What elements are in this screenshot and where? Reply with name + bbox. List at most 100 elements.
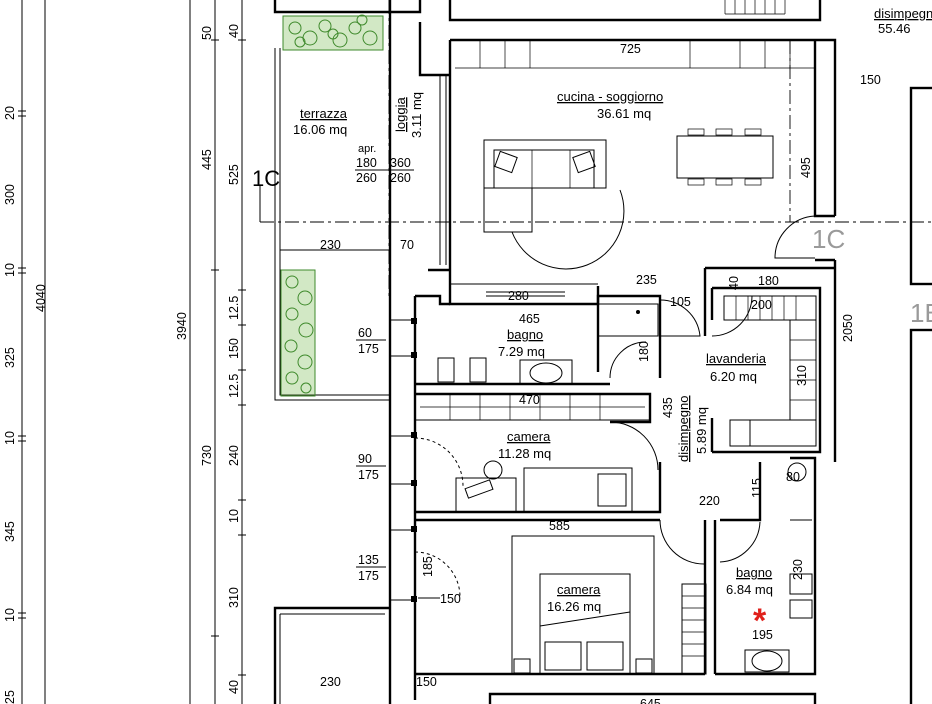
dim-105: 105 [670, 295, 691, 309]
dim-left-20: 20 [3, 106, 17, 120]
dim-240: 240 [227, 445, 241, 466]
dim-180-door: 180 [637, 341, 651, 362]
planter-side [280, 269, 316, 397]
dim-310-col: 310 [227, 587, 241, 608]
dim-bottom-230: 230 [320, 675, 341, 689]
bagno-win-h: 175 [358, 342, 379, 356]
room-area-bagno1: 7.29 mq [498, 344, 545, 359]
interior-dimensions: 230 70 725 495 465 280 235 105 180 40 18… [320, 42, 855, 704]
dim-bagno-280: 280 [508, 289, 529, 303]
room-name-camera1: camera [507, 429, 551, 444]
dim-cucina-725: 725 [620, 42, 641, 56]
dim-left-25: 25 [3, 690, 17, 704]
left-dimension-chain [18, 0, 246, 704]
planter-top [282, 14, 384, 51]
room-area-camera2: 16.26 mq [547, 599, 601, 614]
dim-terrace-70: 70 [400, 238, 414, 252]
dim-220: 220 [699, 494, 720, 508]
terrace-outline [274, 48, 390, 401]
dim-left-345: 345 [3, 521, 17, 542]
room-area-camera1: 11.28 mq [498, 446, 551, 461]
dim-10-col: 10 [227, 509, 241, 523]
lavanderia-cabinets [711, 295, 817, 447]
dim-mid-3940: 3940 [175, 312, 189, 340]
loggia-w2: 360 [390, 156, 411, 170]
dim-445: 445 [200, 149, 214, 170]
dim-50: 50 [200, 26, 214, 40]
section-mark-far-right: 1B [910, 298, 932, 328]
dim-left-10b: 10 [3, 431, 17, 445]
dim-bottom-645: 645 [640, 697, 661, 704]
room-name-disimpegno-top: disimpegno [874, 6, 932, 21]
room-name-disimpegno: disimpegno [676, 396, 691, 463]
dim-lav-40: 40 [727, 276, 741, 290]
dim-150-door: 150 [440, 592, 461, 606]
door-arc-kitchen [774, 215, 816, 259]
dim-115: 115 [750, 478, 764, 498]
dim-lav-200: 200 [751, 298, 772, 312]
section-mark-left: 1C [252, 166, 280, 191]
dim-150-col: 150 [227, 338, 241, 359]
dim-235: 235 [636, 273, 657, 287]
dim-dis-435: 435 [661, 397, 675, 418]
room-labels: terrazza 16.06 mq loggia 3.11 mq cucina … [293, 89, 773, 614]
room-area-cucina: 36.61 mq [597, 106, 651, 121]
dining-table [676, 128, 774, 186]
loggia-h2: 260 [390, 171, 411, 185]
apartment-walls [273, 0, 837, 704]
camera1-win-h: 175 [358, 468, 379, 482]
top-neighbor-walls [273, 0, 822, 22]
dim-40-bottom: 40 [227, 680, 241, 694]
window-markers [356, 318, 417, 602]
room-area-terrazza: 16.06 mq [293, 122, 347, 137]
dim-2050: 2050 [841, 314, 855, 342]
sofa [483, 139, 625, 270]
red-asterisk-marker: * [753, 602, 767, 640]
apr-label: apr. [358, 143, 376, 155]
dim-bottom-150: 150 [416, 675, 437, 689]
room-area-lavanderia: 6.20 mq [710, 369, 757, 384]
dim-185: 185 [421, 556, 435, 577]
dim-730: 730 [200, 445, 214, 466]
dim-camera-470: 470 [519, 393, 540, 407]
bagno2-fixtures [719, 462, 813, 673]
dim-12-5-b: 12.5 [227, 374, 241, 398]
room-area-disimpegno: 5.89 mq [694, 407, 709, 454]
camera1-win-w: 90 [358, 452, 372, 466]
dim-lav-180: 180 [758, 274, 779, 288]
dim-lav-310: 310 [795, 365, 809, 386]
dim-left-10a: 10 [3, 263, 17, 277]
left-dimension-labels: 20 300 10 325 10 345 10 25 4040 3940 445… [3, 24, 241, 704]
window-opening-labels: apr. 180 260 360 260 60 175 90 175 135 1… [355, 143, 414, 583]
bagno-win-w: 60 [358, 326, 372, 340]
room-name-terrazza: terrazza [300, 106, 348, 121]
dim-12-5-a: 12.5 [227, 296, 241, 320]
wardrobe-camera1 [414, 393, 651, 421]
dim-40-top: 40 [227, 24, 241, 38]
dim-bagno-465: 465 [519, 312, 540, 326]
dim-bagno2-230: 230 [791, 559, 805, 580]
room-name-camera2: camera [557, 582, 601, 597]
camera1-furniture [414, 421, 659, 513]
camera2-win-w: 135 [358, 553, 379, 567]
camera2-win-h: 175 [358, 569, 379, 583]
right-neighbor-walls [909, 86, 932, 704]
dim-525: 525 [227, 164, 241, 185]
dim-left-325: 325 [3, 347, 17, 368]
room-name-bagno1: bagno [507, 327, 543, 342]
room-area-loggia: 3.11 mq [409, 92, 424, 138]
dim-bagno2-195: 195 [752, 628, 773, 642]
loggia-w1: 180 [356, 156, 377, 170]
room-name-lavanderia: lavanderia [706, 351, 767, 366]
room-name-loggia: loggia [393, 97, 408, 132]
dim-camera2-585: 585 [549, 519, 570, 533]
dim-left-4040: 4040 [34, 284, 48, 312]
dim-top-right-150: 150 [860, 73, 881, 87]
room-name-bagno2: bagno [736, 565, 772, 580]
dim-cucina-495: 495 [799, 157, 813, 178]
section-mark-right: 1C [812, 224, 845, 254]
dim-left-300: 300 [3, 184, 17, 205]
dim-terrace-230: 230 [320, 238, 341, 252]
dim-80: 80 [786, 470, 800, 484]
